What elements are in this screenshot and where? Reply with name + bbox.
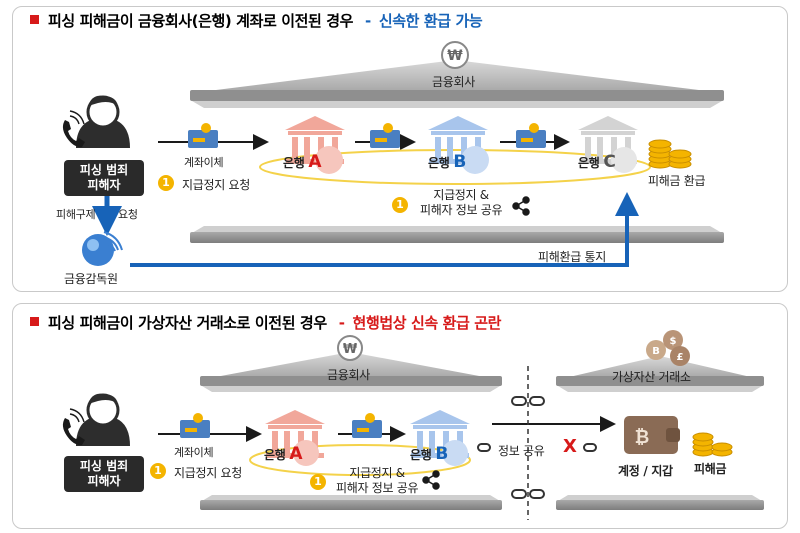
bottom-institution-label: 금융회사 [327,368,370,382]
phone-icon [62,408,85,446]
top-title: 피싱 피해금이 금융회사(은행) 계좌로 이전된 경우 [48,12,354,30]
card-icon [352,413,382,438]
top-victim-label: 피싱 범죄 피해자 [64,160,144,196]
bottom-title: 피싱 피해금이 가상자산 거래소로 이전된 경우 [48,314,327,332]
top-heading: 피싱 피해금이 금융회사(은행) 계좌로 이전된 경우-신속한 환급 가능 [30,10,483,31]
bottom-step-badge: 1 [150,463,166,479]
card-icon [188,123,218,148]
top-step-badge: 1 [158,175,174,191]
svg-text:₿: ₿ [635,427,650,448]
relief-left-label: 피해구제 [56,208,96,221]
card-icon [370,123,400,148]
top-base [190,226,724,243]
victim-line-2: 피해자 [87,178,121,192]
wallet-icon: ₿ [624,416,680,454]
regulator-label: 금융감독원 [64,272,118,286]
x-mark: X [563,436,577,457]
top-transfer-label: 계좌이체 [184,156,224,169]
damage-label: 피해금 [694,462,727,476]
top-subtitle: 신속한 환급 가능 [378,12,483,30]
top-roof [190,60,724,108]
bottom-base [200,495,764,510]
bottom-share-label: 지급정지 &피해자 정보 공유 [336,466,419,495]
info-share-label: 정보 공유 [498,444,545,458]
top-step1-label: 지급정지 요청 [182,178,250,192]
wallet-label: 계정 / 지갑 [618,464,673,478]
victim-line-1: 피싱 범죄 [79,163,129,177]
broken-chain-icon [511,366,545,520]
share-icon [422,470,440,490]
gold-coins-icon [692,432,733,457]
relief-right-label: 요청 [118,208,138,221]
svg-text:£: £ [677,352,684,363]
bottom-transfer-label: 계좌이체 [174,446,214,459]
won-coin-icon: ₩ [441,41,469,69]
bottom-share-badge: 1 [310,474,326,490]
globe-icon [82,231,123,266]
gold-coins-icon [648,139,692,169]
red-square-icon [30,317,39,326]
svg-text:₩: ₩ [447,48,463,64]
phone-icon [62,110,85,148]
exchange-roof [556,356,764,392]
svg-text:$: $ [670,336,677,347]
person-icon [76,393,130,446]
svg-text:₩: ₩ [343,342,358,357]
bank-b-label: 은행 B [428,152,467,172]
top-refund-label: 피해금 환급 [648,174,706,188]
bottom-bank-a-label: 은행 A [264,444,303,464]
exchange-label: 가상자산 거래소 [612,370,691,384]
red-square-icon [30,15,39,24]
bottom-heading: 피싱 피해금이 가상자산 거래소로 이전된 경우-현행법상 신속 환급 곤란 [30,312,501,333]
top-share-badge: 1 [392,197,408,213]
person-icon [76,95,130,148]
notice-label: 피해환급 통지 [538,250,606,264]
top-share-label: 지급정지 &피해자 정보 공유 [420,188,503,217]
bank-a-label: 은행 A [283,152,322,172]
bottom-roof [200,352,502,392]
bottom-bank-b-label: 은행 B [410,444,449,464]
crypto-coins-icon: B $ £ [646,330,690,366]
top-institution-label: 금융회사 [432,75,475,89]
victim-line-2: 피해자 [87,474,121,488]
won-coin-icon: ₩ [337,335,363,361]
broken-chain-icon [477,443,597,452]
bottom-subtitle: 현행법상 신속 환급 곤란 [352,314,502,332]
svg-text:B: B [652,346,660,357]
bottom-step1-label: 지급정지 요청 [174,466,242,480]
bank-c-label: 은행 C [578,152,616,172]
broken-chain-icon [511,489,545,499]
victim-line-1: 피싱 범죄 [79,459,129,473]
card-icon [180,413,210,438]
bottom-victim-label: 피싱 범죄 피해자 [64,456,144,492]
share-icon [512,196,530,216]
card-icon [516,123,546,148]
